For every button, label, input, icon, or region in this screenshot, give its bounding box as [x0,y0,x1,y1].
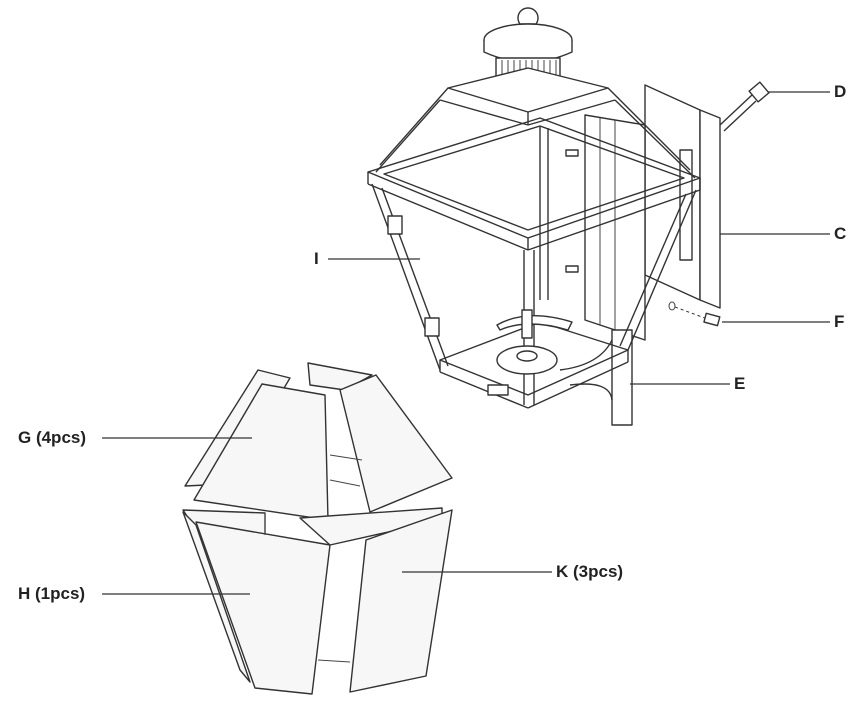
lantern-frame-i [367,87,701,409]
glass-k-left [182,511,251,683]
callout-f: F [834,312,845,331]
glass-h-front [195,521,331,695]
lantern-cap [447,7,609,113]
callout-d: D [834,82,847,101]
callout-k: K (3pcs) [556,562,624,581]
callout-c: C [834,224,847,243]
callout-i: I [314,249,319,268]
glass-g-right [339,374,453,513]
glass-k-right [349,509,453,693]
arm-bracket-e [559,329,633,426]
wall-mount-c [584,84,721,341]
glass-panels-h-k [182,507,453,695]
glass-panels-g [184,362,453,521]
callout-h: H (1pcs) [18,584,86,603]
callout-g: G (4pcs) [18,428,87,447]
callout-e: E [734,374,746,393]
gas-fitting-d [719,81,770,132]
leader-lines [102,91,830,595]
screw-f [668,301,721,327]
